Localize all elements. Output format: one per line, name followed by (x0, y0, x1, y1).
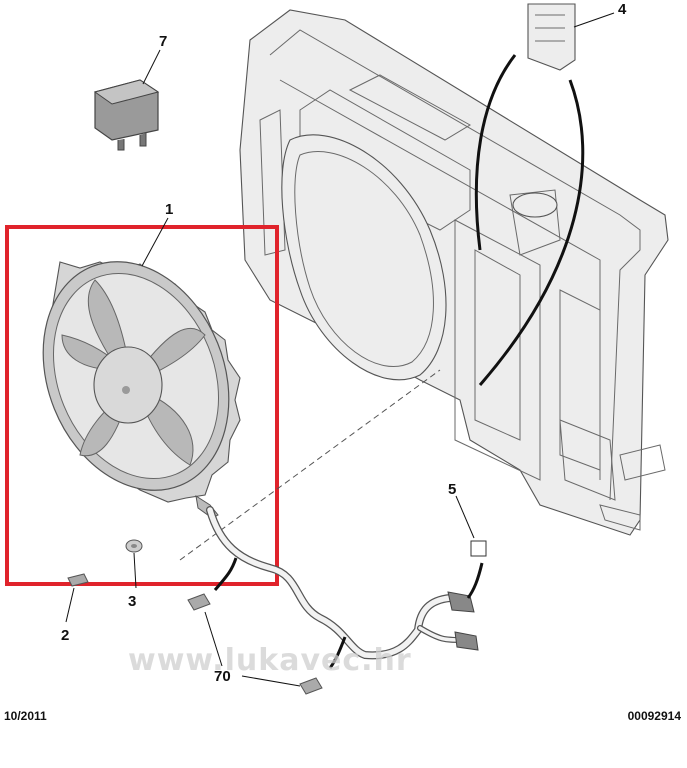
leader-line-70a (204, 611, 223, 667)
callout-5: 5 (448, 481, 456, 498)
radiator-support-frame (239, 9, 669, 536)
callout-4: 4 (618, 1, 627, 18)
leader-line-3 (133, 552, 137, 589)
leader-line-4 (573, 12, 615, 28)
harness-clip-part-b (299, 677, 323, 695)
axis-dash-line (179, 369, 441, 561)
leader-stroke-connector (466, 562, 484, 599)
leader-line-7 (142, 49, 161, 85)
highlight-box (5, 225, 279, 586)
leader-curve-right (478, 79, 585, 386)
leader-line-1 (141, 217, 169, 267)
leader-line-2 (65, 587, 75, 623)
watermark: www.lukavec.hr (128, 643, 412, 678)
callout-3: 3 (128, 593, 136, 610)
connector-box (470, 540, 487, 557)
grommet-part (125, 539, 143, 553)
leader-line-5 (455, 495, 475, 539)
leader-stroke-harness (213, 557, 238, 591)
bracket-part (527, 3, 576, 71)
callout-7: 7 (159, 33, 167, 50)
wiring-harness (206, 506, 479, 660)
footer-reference: 00092914 (627, 709, 681, 723)
callout-1: 1 (165, 201, 173, 218)
footer-date: 10/2011 (4, 709, 47, 723)
relay-part (93, 79, 160, 151)
fan-assembly (42, 261, 241, 519)
clip-stud-part (67, 573, 89, 587)
callout-70: 70 (214, 668, 231, 685)
leader-curve-left (474, 54, 517, 251)
callout-2: 2 (61, 627, 69, 644)
harness-clip-part-a (187, 593, 211, 611)
leader-stroke-clip (328, 636, 347, 669)
leader-line-70b (241, 675, 301, 687)
